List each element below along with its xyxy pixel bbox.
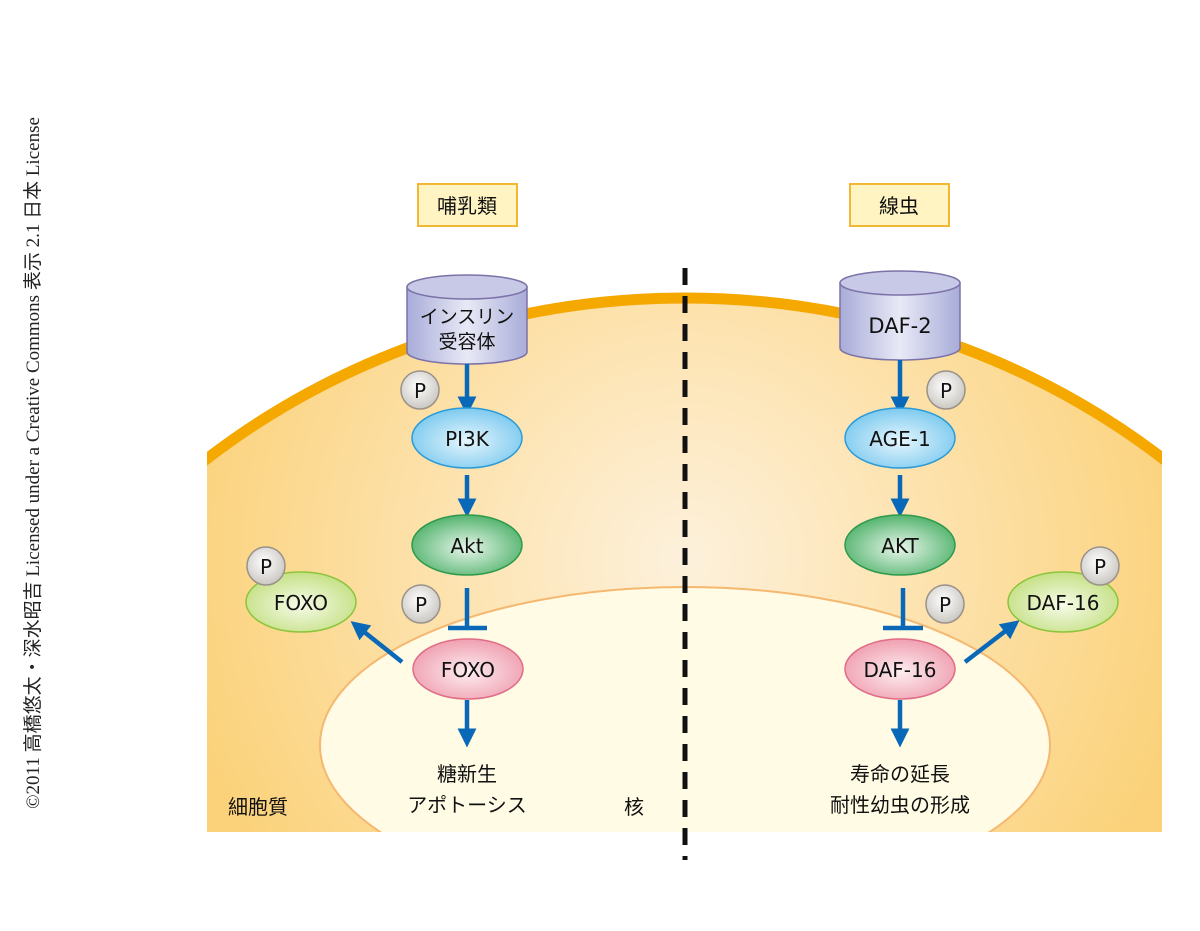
svg-text:DAF-16: DAF-16 <box>864 658 937 682</box>
svg-text:FOXO: FOXO <box>274 591 328 615</box>
nucleus-label: 核 <box>624 795 644 819</box>
arrow-foxo-export <box>350 621 404 664</box>
akt-worm-node: AKT <box>844 514 956 576</box>
worm-outcome-line1: 寿命の延長 <box>850 762 950 786</box>
svg-text:P: P <box>415 593 427 617</box>
age1-node: AGE-1 <box>844 407 956 469</box>
worm-header-box: 線虫 <box>849 183 950 227</box>
svg-text:AGE-1: AGE-1 <box>869 427 930 451</box>
svg-text:DAF-16: DAF-16 <box>1027 591 1100 615</box>
svg-text:FOXO: FOXO <box>441 658 495 682</box>
daf2-label: DAF-2 <box>868 314 931 338</box>
arrows <box>350 360 1020 748</box>
mammal-outcome-line1: 糖新生 <box>437 762 497 786</box>
svg-text:P: P <box>260 555 272 579</box>
pi3k-node: PI3K <box>411 407 523 469</box>
svg-text:P: P <box>1094 555 1106 579</box>
arrow-daf16-export <box>963 620 1020 664</box>
daf2-receptor: DAF-2 <box>839 270 961 361</box>
receptor-label-line2: 受容体 <box>438 331 495 353</box>
phosphate-daf16-cyto: P <box>1080 546 1120 586</box>
daf16-cytoplasmic-node: DAF-16 <box>1007 571 1119 633</box>
phosphate-foxo-cyto: P <box>246 546 286 586</box>
svg-text:Akt: Akt <box>450 534 483 558</box>
foxo-cytoplasmic-node: FOXO <box>245 571 357 633</box>
svg-text:P: P <box>940 379 952 403</box>
inhibition-bars <box>448 588 923 631</box>
mammal-outcome-line2: アポトーシス <box>407 793 527 817</box>
insulin-receptor: インスリン 受容体 <box>406 274 528 365</box>
mammal-header: 哺乳類 <box>437 194 497 218</box>
svg-text:P: P <box>414 379 426 403</box>
akt-node: Akt <box>411 514 523 576</box>
phosphate-age1: P <box>926 370 966 410</box>
phosphate-akt-worm: P <box>925 584 965 624</box>
receptor-label-line1: インスリン <box>420 306 515 328</box>
cytoplasm-label: 細胞質 <box>228 795 288 819</box>
svg-text:AKT: AKT <box>881 534 919 558</box>
worm-outcome-line2: 耐性幼虫の形成 <box>830 793 970 817</box>
worm-header: 線虫 <box>879 194 919 218</box>
svg-text:P: P <box>939 593 951 617</box>
foxo-nuclear-node: FOXO <box>412 638 524 700</box>
phosphate-pi3k: P <box>400 370 440 410</box>
license-credit: ©2011 高橋悠太・深水昭吉 Licensed under a Creativ… <box>23 117 44 809</box>
mammal-header-box: 哺乳類 <box>417 183 518 227</box>
daf16-nuclear-node: DAF-16 <box>844 638 956 700</box>
phosphate-akt-mammal: P <box>401 584 441 624</box>
svg-text:PI3K: PI3K <box>445 427 490 451</box>
